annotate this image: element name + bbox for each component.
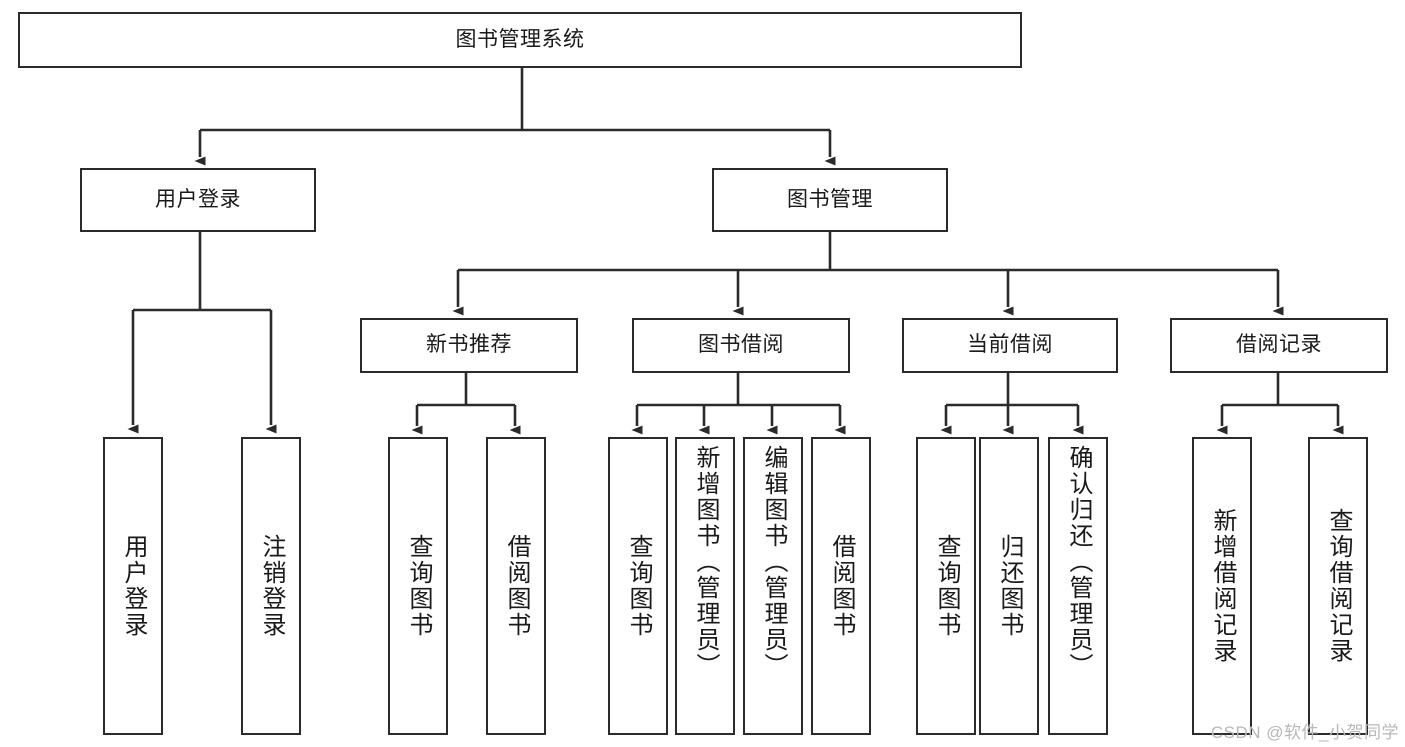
node-label: 借阅记录 bbox=[1236, 333, 1322, 357]
leaf-query-book-recommend[interactable]: 查询图书 bbox=[388, 437, 448, 735]
node-root-system[interactable]: 图书管理系统 bbox=[18, 12, 1022, 68]
node-label: 借阅图书 bbox=[503, 534, 530, 638]
leaf-query-book-current[interactable]: 查询图书 bbox=[916, 437, 976, 735]
leaf-user-login[interactable]: 用户登录 bbox=[103, 437, 163, 735]
node-label: 当前借阅 bbox=[967, 333, 1053, 357]
node-label: 归还图书 bbox=[996, 534, 1023, 638]
node-new-book-recommend[interactable]: 新书推荐 bbox=[360, 318, 578, 373]
node-label: 用户登录 bbox=[120, 534, 147, 638]
node-label: 新增图书（管理员） bbox=[692, 445, 719, 679]
node-label: 编辑图书（管理员） bbox=[760, 445, 787, 679]
leaf-add-book-admin[interactable]: 新增图书（管理员） bbox=[675, 437, 735, 735]
node-label: 新书推荐 bbox=[426, 333, 512, 357]
node-label: 查询图书 bbox=[405, 534, 432, 638]
leaf-borrow-book[interactable]: 借阅图书 bbox=[811, 437, 871, 735]
node-label: 用户登录 bbox=[155, 187, 241, 211]
leaf-confirm-return-admin[interactable]: 确认归还（管理员） bbox=[1048, 437, 1108, 735]
node-book-management[interactable]: 图书管理 bbox=[712, 168, 948, 232]
node-label: 确认归还（管理员） bbox=[1065, 445, 1092, 679]
leaf-query-borrow-record[interactable]: 查询借阅记录 bbox=[1308, 437, 1368, 735]
node-label: 查询图书 bbox=[933, 534, 960, 638]
node-label: 查询图书 bbox=[625, 534, 652, 638]
leaf-return-book[interactable]: 归还图书 bbox=[979, 437, 1039, 735]
leaf-query-book-borrow[interactable]: 查询图书 bbox=[608, 437, 668, 735]
node-label: 图书借阅 bbox=[698, 333, 784, 357]
node-label: 查询借阅记录 bbox=[1325, 508, 1352, 664]
node-label: 注销登录 bbox=[258, 534, 285, 638]
watermark-text: CSDN @软件_小贺同学 bbox=[1210, 723, 1399, 742]
node-label: 新增借阅记录 bbox=[1209, 508, 1236, 664]
leaf-borrow-book-recommend[interactable]: 借阅图书 bbox=[486, 437, 546, 735]
node-label: 图书管理 bbox=[787, 187, 873, 211]
node-book-borrow[interactable]: 图书借阅 bbox=[632, 318, 850, 373]
leaf-add-borrow-record[interactable]: 新增借阅记录 bbox=[1192, 437, 1252, 735]
node-label: 借阅图书 bbox=[828, 534, 855, 638]
leaf-edit-book-admin[interactable]: 编辑图书（管理员） bbox=[743, 437, 803, 735]
node-borrow-record[interactable]: 借阅记录 bbox=[1170, 318, 1388, 373]
leaf-logout-login[interactable]: 注销登录 bbox=[241, 437, 301, 735]
node-user-login[interactable]: 用户登录 bbox=[80, 168, 316, 232]
node-label: 图书管理系统 bbox=[455, 27, 585, 51]
node-current-borrow[interactable]: 当前借阅 bbox=[902, 318, 1118, 373]
